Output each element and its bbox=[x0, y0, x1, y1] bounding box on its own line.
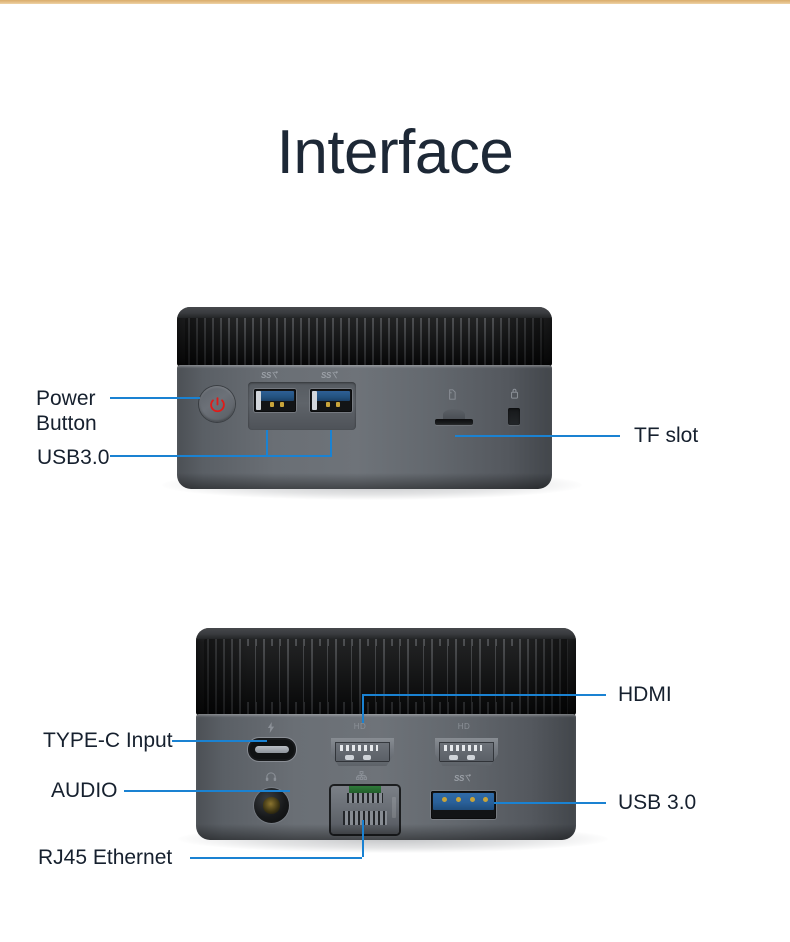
callout-audio: AUDIO bbox=[51, 779, 118, 802]
hdmi-pins bbox=[339, 744, 378, 751]
rear-vent-cap bbox=[196, 628, 576, 716]
page-title: Interface bbox=[276, 118, 514, 187]
cap-lip bbox=[196, 628, 576, 639]
hdmi-port-left[interactable] bbox=[331, 738, 394, 766]
usb-port-right[interactable] bbox=[310, 389, 352, 412]
tf-card-slot[interactable] bbox=[435, 419, 473, 425]
rear-panel-device: HD HD bbox=[196, 628, 576, 840]
power-icon bbox=[209, 396, 226, 413]
hdmi-port-right[interactable] bbox=[435, 738, 498, 766]
rj45-tab bbox=[348, 786, 382, 794]
cap-lip bbox=[177, 307, 552, 318]
leader-type-c bbox=[172, 740, 267, 742]
front-vent-cap bbox=[177, 307, 552, 367]
usb-port-rear[interactable] bbox=[431, 791, 496, 819]
callout-usb30-front: USB3.0 bbox=[37, 446, 110, 469]
usb-contact bbox=[483, 797, 488, 803]
usb-contact bbox=[326, 401, 330, 407]
usb-contact bbox=[442, 797, 447, 803]
body-floor-shade bbox=[196, 824, 576, 840]
hdmi-slot bbox=[362, 755, 372, 760]
headphone-icon bbox=[264, 772, 278, 784]
rj45-upper-contacts bbox=[347, 792, 383, 804]
leader-tf-slot bbox=[455, 435, 620, 437]
usb-right-ss-marking: SS⟍⃗ bbox=[321, 371, 337, 380]
leader-usb30-right-riser bbox=[330, 430, 332, 455]
usb-tongue bbox=[312, 391, 350, 402]
callout-usb30-rear: USB 3.0 bbox=[618, 791, 697, 814]
usb-contact bbox=[280, 401, 284, 407]
leader-rj45 bbox=[190, 857, 362, 859]
callout-power-button: Power Button bbox=[36, 387, 97, 435]
front-chassis-body: SS⟍⃗ SS⟍⃗ bbox=[177, 365, 552, 489]
hdmi-pins bbox=[443, 744, 482, 751]
audio-jack-port[interactable] bbox=[254, 788, 289, 823]
usb-tongue bbox=[256, 391, 294, 402]
type-c-port[interactable] bbox=[250, 740, 294, 759]
leader-hdmi bbox=[362, 694, 606, 696]
usb-contact bbox=[470, 797, 475, 803]
leader-usb30-rear bbox=[494, 802, 606, 804]
front-panel-device: SS⟍⃗ SS⟍⃗ bbox=[177, 307, 552, 489]
usb-rear-ss-marking: SS⟍⃗ bbox=[454, 774, 470, 783]
leader-audio bbox=[124, 790, 290, 792]
body-top-edge bbox=[196, 714, 576, 717]
vent-shading bbox=[196, 639, 576, 716]
security-lock-slot[interactable] bbox=[508, 408, 520, 425]
callout-type-c: TYPE-C Input bbox=[43, 729, 173, 752]
power-button[interactable] bbox=[199, 386, 235, 422]
callout-tf-slot: TF slot bbox=[634, 424, 699, 447]
tf-slot-bump bbox=[443, 409, 465, 420]
rj45-ethernet-port[interactable] bbox=[331, 786, 399, 834]
lightning-icon bbox=[264, 722, 278, 735]
rear-chassis-body: HD HD bbox=[196, 714, 576, 840]
hdmi-left-marking: HD bbox=[353, 722, 367, 731]
usb-notch bbox=[256, 391, 261, 410]
callout-hdmi: HDMI bbox=[618, 683, 672, 706]
lock-icon bbox=[507, 388, 521, 401]
usb-tongue bbox=[433, 793, 494, 811]
leader-usb30-left-riser bbox=[266, 430, 268, 455]
top-accent-rule bbox=[0, 0, 790, 4]
vent-shading bbox=[177, 318, 552, 367]
hdmi-right-marking: HD bbox=[457, 722, 471, 731]
hdmi-slot bbox=[466, 755, 476, 760]
type-c-tongue bbox=[254, 745, 290, 754]
leader-rj45-riser bbox=[362, 820, 364, 857]
usb-notch bbox=[312, 391, 317, 410]
leader-power-button bbox=[110, 397, 200, 399]
leader-hdmi-riser bbox=[362, 694, 364, 723]
usb-contact bbox=[456, 797, 461, 803]
usb-left-ss-marking: SS⟍⃗ bbox=[261, 371, 277, 380]
network-icon bbox=[353, 771, 369, 782]
callout-rj45: RJ45 Ethernet bbox=[38, 846, 173, 869]
usb-contact bbox=[336, 401, 340, 407]
leader-usb30-main bbox=[110, 455, 332, 457]
body-top-edge bbox=[177, 365, 552, 368]
audio-jack-core bbox=[263, 797, 280, 814]
rj45-side-notch bbox=[392, 796, 397, 819]
hdmi-slot bbox=[344, 755, 354, 760]
body-floor-shade bbox=[177, 473, 552, 489]
usb-contact bbox=[270, 401, 274, 407]
hdmi-slot bbox=[448, 755, 458, 760]
usb-port-left[interactable] bbox=[254, 389, 296, 412]
card-icon bbox=[445, 389, 459, 402]
rj45-lower-contacts bbox=[343, 810, 387, 826]
